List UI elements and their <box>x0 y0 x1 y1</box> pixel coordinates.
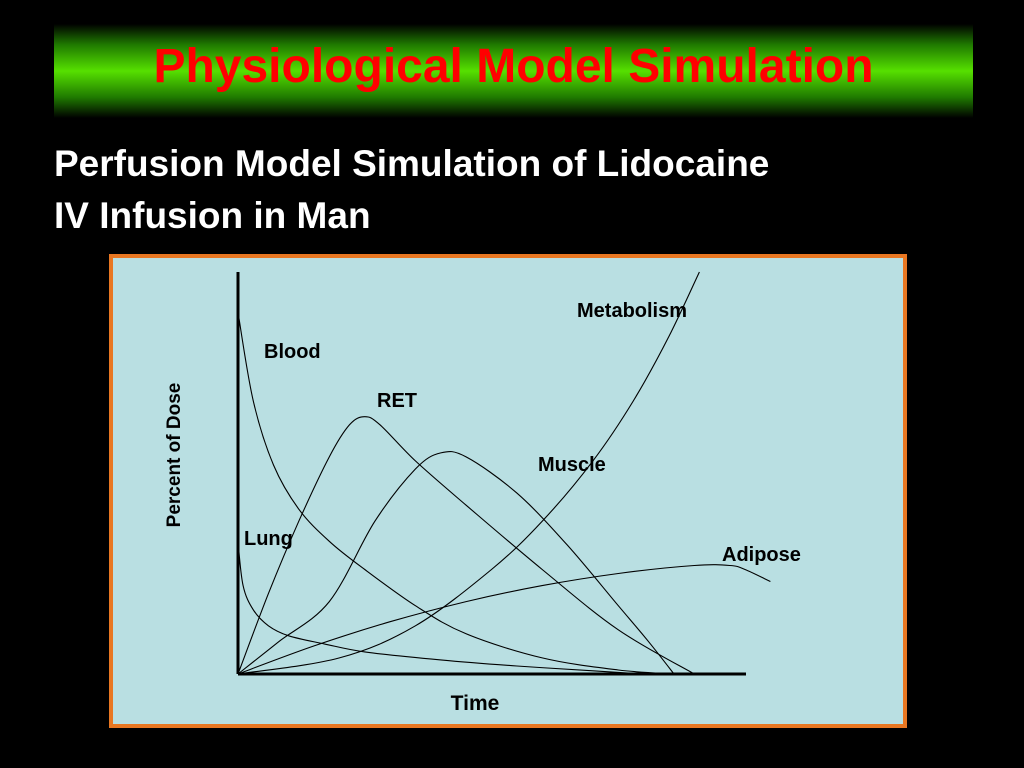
slide-title: Physiological Model Simulation <box>153 40 874 93</box>
series-label-blood: Blood <box>264 341 321 363</box>
series-label-ret: RET <box>377 390 417 412</box>
y-axis-label: Percent of Dose <box>164 383 185 528</box>
slide-subtitle: Perfusion Model Simulation of Lidocaine … <box>54 138 994 242</box>
subtitle-line-1: Perfusion Model Simulation of Lidocaine <box>54 143 770 184</box>
x-axis-label: Time <box>451 692 500 715</box>
series-label-lung: Lung <box>244 528 293 550</box>
subtitle-line-2: IV Infusion in Man <box>54 195 371 236</box>
series-line-blood <box>237 312 675 675</box>
series-label-metabolism: Metabolism <box>577 300 687 322</box>
title-bar: Physiological Model Simulation <box>54 24 973 118</box>
series-line-ret <box>237 416 695 675</box>
series-label-adipose: Adipose <box>722 544 801 566</box>
series-label-muscle: Muscle <box>538 454 606 476</box>
series-line-lung <box>237 541 644 675</box>
series-line-muscle <box>237 450 675 675</box>
series-line-adipose <box>237 564 771 675</box>
series-line-metabolism <box>237 271 700 675</box>
